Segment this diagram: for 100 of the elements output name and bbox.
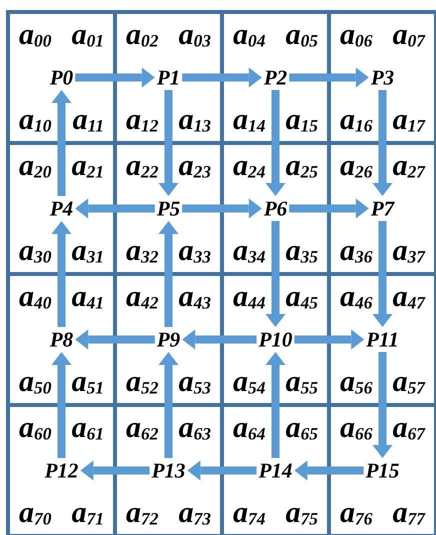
matrix-element: a$_{27}$ bbox=[392, 151, 425, 182]
matrix-element: a$_{32}$ bbox=[126, 236, 158, 266]
matrix-element: a$_{70}$ bbox=[19, 498, 52, 528]
matrix-element: a$_{37}$ bbox=[392, 236, 425, 266]
processor-label: P15 bbox=[366, 460, 400, 481]
processor-label: P11 bbox=[366, 329, 399, 350]
matrix-element: a$_{02}$ bbox=[126, 20, 158, 50]
arrow bbox=[75, 330, 155, 350]
processor-label: P7 bbox=[370, 198, 394, 219]
matrix-element: a$_{64}$ bbox=[233, 413, 266, 444]
matrix-element: a$_{65}$ bbox=[286, 413, 318, 444]
processor-label: P10 bbox=[258, 329, 292, 350]
arrow bbox=[182, 330, 257, 350]
matrix-element: a$_{17}$ bbox=[392, 104, 425, 135]
matrix-element: a$_{20}$ bbox=[19, 151, 52, 182]
matrix-element: a$_{30}$ bbox=[19, 236, 52, 266]
matrix-element: a$_{04}$ bbox=[233, 20, 266, 50]
matrix-element: a$_{66}$ bbox=[340, 413, 372, 444]
matrix-element: a$_{21}$ bbox=[72, 151, 104, 182]
arrow bbox=[80, 460, 150, 480]
arrow bbox=[294, 330, 364, 350]
matrix-element: a$_{47}$ bbox=[392, 282, 425, 312]
processor-label: P0 bbox=[50, 67, 74, 88]
matrix-element: a$_{03}$ bbox=[178, 20, 211, 50]
matrix-element: a$_{23}$ bbox=[178, 151, 211, 182]
matrix-element: a$_{72}$ bbox=[126, 498, 158, 528]
arrow bbox=[266, 90, 286, 196]
matrix-element: a$_{06}$ bbox=[340, 20, 372, 50]
matrix-element: a$_{74}$ bbox=[233, 498, 266, 528]
matrix-element: a$_{40}$ bbox=[19, 282, 52, 312]
arrow bbox=[372, 352, 392, 458]
matrix-element: a$_{42}$ bbox=[126, 282, 158, 312]
matrix-element: a$_{62}$ bbox=[126, 413, 158, 444]
matrix-element: a$_{63}$ bbox=[178, 413, 211, 444]
matrix-element: a$_{76}$ bbox=[340, 498, 372, 528]
matrix-element: a$_{52}$ bbox=[126, 366, 158, 397]
arrow bbox=[372, 90, 392, 196]
arrow bbox=[52, 90, 72, 196]
arrow bbox=[187, 460, 257, 480]
processor-label: P2 bbox=[264, 67, 288, 88]
matrix-element: a$_{22}$ bbox=[126, 151, 158, 182]
matrix-element: a$_{34}$ bbox=[233, 236, 266, 266]
matrix-element: a$_{71}$ bbox=[72, 498, 104, 528]
processor-label: P1 bbox=[156, 67, 180, 88]
matrix-element: a$_{46}$ bbox=[340, 282, 372, 312]
matrix-element: a$_{00}$ bbox=[19, 20, 52, 50]
matrix-element: a$_{10}$ bbox=[19, 104, 52, 135]
matrix-element: a$_{50}$ bbox=[19, 366, 52, 397]
matrix-element: a$_{14}$ bbox=[233, 104, 266, 135]
arrow bbox=[182, 198, 262, 218]
matrix-element: a$_{41}$ bbox=[72, 282, 104, 312]
arrow bbox=[266, 352, 286, 458]
matrix-element: a$_{44}$ bbox=[233, 282, 266, 312]
arrow bbox=[52, 221, 72, 327]
matrix-element: a$_{61}$ bbox=[72, 413, 104, 444]
matrix-element: a$_{31}$ bbox=[72, 236, 104, 266]
matrix-element: a$_{12}$ bbox=[126, 104, 158, 135]
processor-label: P8 bbox=[50, 329, 74, 350]
processor-label: P12 bbox=[44, 460, 78, 481]
processor-label: P5 bbox=[156, 198, 180, 219]
arrow bbox=[158, 90, 178, 196]
matrix-element: a$_{60}$ bbox=[19, 413, 52, 444]
arrow bbox=[52, 352, 72, 458]
matrix-element: a$_{26}$ bbox=[340, 151, 372, 182]
matrix-element: a$_{53}$ bbox=[178, 366, 211, 397]
arrow bbox=[158, 221, 178, 327]
arrow bbox=[372, 221, 392, 327]
matrix-element: a$_{13}$ bbox=[178, 104, 211, 135]
processor-label: P14 bbox=[258, 460, 292, 481]
matrix-element: a$_{56}$ bbox=[340, 366, 372, 397]
matrix-element: a$_{35}$ bbox=[286, 236, 318, 266]
matrix-element: a$_{43}$ bbox=[178, 282, 211, 312]
arrow bbox=[182, 68, 262, 88]
matrix-element: a$_{11}$ bbox=[72, 104, 104, 135]
processor-label: P9 bbox=[156, 329, 180, 350]
matrix-element: a$_{01}$ bbox=[72, 20, 104, 50]
matrix-element: a$_{15}$ bbox=[286, 104, 318, 135]
matrix-element: a$_{36}$ bbox=[340, 236, 372, 266]
matrix-element: a$_{54}$ bbox=[233, 366, 266, 397]
matrix-element: a$_{73}$ bbox=[178, 498, 211, 528]
arrow bbox=[266, 221, 286, 327]
matrix-element: a$_{45}$ bbox=[286, 282, 318, 312]
matrix-element: a$_{55}$ bbox=[286, 366, 318, 397]
matrix-element: a$_{16}$ bbox=[340, 104, 372, 135]
matrix-element: a$_{25}$ bbox=[286, 151, 318, 182]
arrow bbox=[75, 198, 155, 218]
matrix-element: a$_{75}$ bbox=[286, 498, 318, 528]
processor-label: P13 bbox=[152, 460, 186, 481]
arrow bbox=[294, 460, 364, 480]
matrix-element: a$_{67}$ bbox=[392, 413, 425, 444]
matrix-element: a$_{24}$ bbox=[233, 151, 266, 182]
matrix-element: a$_{77}$ bbox=[392, 498, 425, 528]
matrix-element: a$_{51}$ bbox=[72, 366, 104, 397]
matrix-element: a$_{05}$ bbox=[286, 20, 318, 50]
matrix-element: a$_{57}$ bbox=[392, 366, 425, 397]
arrow bbox=[158, 352, 178, 458]
arrow bbox=[289, 198, 369, 218]
processor-label: P6 bbox=[264, 198, 288, 219]
processor-label: P3 bbox=[370, 67, 394, 88]
processor-label: P4 bbox=[50, 198, 74, 219]
